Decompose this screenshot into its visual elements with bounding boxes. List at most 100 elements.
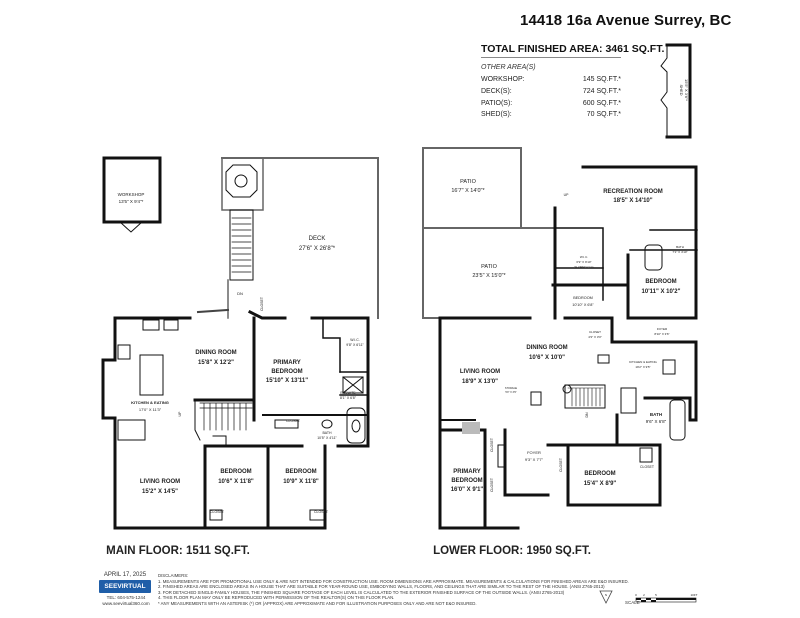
disclaimer-line: 4. THIS FLOOR PLAN MAY ONLY BE REPRODUCE… — [158, 595, 395, 600]
area-value: 145 SQ.FT.* — [582, 76, 621, 83]
area-row-patio: PATIO(S):600 SQ.FT.* — [481, 100, 621, 107]
room-deck-dims: 27'6" X 26'8"* — [299, 246, 336, 252]
north-label: N — [605, 593, 607, 597]
room-primary-name2: BEDROOM — [451, 478, 482, 484]
room-foyer-dims: 9'3" X 7'7" — [525, 457, 544, 462]
room-patio2-name: PATIO — [481, 264, 497, 270]
room-wic-dims: 6'9" X 9'10" — [576, 260, 591, 264]
room-bedroom2-name: BEDROOM — [220, 469, 251, 475]
area-row-workshop: WORKSHOP: 145 SQ.FT.* — [481, 76, 621, 83]
shed-outline — [660, 43, 692, 139]
room-kitchen-dims: 17'0" X 11'3" — [139, 407, 162, 412]
phone: TEL: 604-575-1244 — [106, 595, 146, 600]
room-bath-name: BATH — [322, 431, 332, 435]
lower-floor-walls — [438, 165, 698, 530]
room-bedroom-small-dims: 10'10" X 6'8" — [572, 303, 594, 307]
room-storage-name: STORAGE — [505, 387, 518, 390]
area-value: 600 SQ.FT.* — [582, 100, 621, 107]
room-foyer-top-dims: 8'10" X 3'6" — [654, 332, 669, 336]
room-living-name: LIVING ROOM — [460, 369, 500, 375]
contact-info: TEL: 604-575-1244 www.seevirtual360.com — [95, 595, 157, 607]
scale-bar: 0 2 5 10FT — [635, 593, 698, 603]
disclaimer-line: 2. FINISHED AREAS ARE ENCLOSED AREAS IN … — [158, 584, 605, 589]
room-patio1-dims: 16'7" X 14'0"* — [451, 188, 485, 194]
lower-floor-labels: PATIO 16'7" X 14'0"* PATIO 23'5" X 15'0"… — [433, 179, 688, 557]
room-ensuite-name: ENSUITE — [340, 391, 356, 395]
closet-label: CLOSET — [210, 510, 225, 514]
shed-labels: SHED 15'5" X 3'6"* — [679, 79, 689, 101]
room-foyer-top-name: FOYER — [657, 327, 668, 331]
room-primary-dims: 15'10" X 13'11" — [266, 378, 308, 384]
scale-label: SCALE — [625, 600, 640, 605]
room-kitchen-name: KITCHEN & EATING — [629, 360, 657, 364]
room-storage-dims: 5'0" X 3'9" — [505, 391, 516, 394]
room-dining-dims: 10'6" X 10'0" — [529, 355, 565, 361]
room-primary-name1: PRIMARY — [453, 469, 480, 475]
main-floor-area-label: MAIN FLOOR: 1511 SQ.FT. — [106, 545, 250, 557]
room-foyer-name: FOYER — [527, 450, 541, 455]
room-bath-rec-dims: 7'1" X 4'10" — [672, 250, 687, 254]
shed-name: SHED — [679, 84, 684, 95]
room-wic-note: SLOPED CLG — [574, 265, 594, 269]
total-finished-area: TOTAL FINISHED AREA: 3461 SQ.FT. — [481, 43, 665, 55]
room-bedroom2-dims: 10'6" X 11'8" — [218, 479, 254, 485]
lower-floor-patios — [422, 147, 556, 319]
area-value: 70 SQ.FT.* — [586, 111, 621, 118]
closet-label: CLOSET — [260, 296, 264, 311]
room-bedroom-bottom-dims: 15'4" X 8'9" — [584, 481, 617, 487]
disclaimer-line: 1. MEASUREMENTS ARE FOR PROMOTIONAL USE … — [158, 578, 629, 584]
property-address: 14418 16a Avenue Surrey, BC — [520, 12, 732, 29]
room-wic-name: W.I.C. — [350, 338, 360, 342]
room-bath-dims: 10'5" X 4'11" — [317, 436, 337, 440]
room-living-dims: 15'2" X 14'5" — [142, 489, 178, 495]
room-primary-dims: 16'0" X 9'1" — [451, 487, 484, 493]
disclaimer-line: 3. FOR DETACHED SINGLE-FAMILY HOUSES, TH… — [158, 589, 565, 595]
lower-floor-area-label: LOWER FLOOR: 1950 SQ.FT. — [433, 545, 591, 557]
north-arrow-icon: N — [599, 590, 613, 604]
closet-label: CLOSET — [314, 510, 329, 514]
main-floor-walls — [101, 308, 370, 530]
other-areas-heading: OTHER AREA(S) — [481, 64, 536, 71]
scale-tick: 5 — [655, 593, 657, 597]
room-workshop-dims: 13'5" X 9'4"* — [119, 199, 144, 204]
scale-tick: 0 — [635, 593, 637, 597]
stairs-up-label: UP — [564, 193, 570, 197]
area-label: SHED(S): — [481, 111, 512, 118]
room-living-name: LIVING ROOM — [140, 479, 180, 485]
deck-outline — [221, 157, 379, 319]
disclaimers: DISCLAIMERS: 1. MEASUREMENTS ARE FOR PRO… — [158, 573, 629, 606]
room-closet-small-dims: 4'3" X 3'0" — [588, 335, 602, 339]
stairs-up-label: UP — [178, 411, 182, 417]
room-primary-name2: BEDROOM — [271, 369, 302, 375]
area-label: DECK(S): — [481, 88, 512, 95]
room-bedroom-small-name: BEDROOM — [573, 296, 593, 300]
room-closet-small-name: CLOSET — [589, 330, 601, 334]
room-ensuite-dims: 8'1" X 6'8" — [340, 396, 357, 400]
plan-date: APRIL 17, 2025 — [103, 572, 147, 578]
room-dining-name: DINING ROOM — [195, 350, 236, 356]
stairs-dn-label: DN — [237, 291, 243, 296]
room-dining-name: DINING ROOM — [526, 345, 567, 351]
room-patio2-dims: 23'5" X 15'0"* — [472, 273, 506, 279]
disclaimer-line: * ANY MEASUREMENTS WITH AN ASTERISK (*) … — [158, 600, 477, 606]
room-workshop-name: WORKSHOP — [118, 192, 145, 197]
room-bedroom3-name: BEDROOM — [285, 469, 316, 475]
room-patio1-name: PATIO — [460, 179, 476, 185]
room-bedroom-right-name: BEDROOM — [645, 279, 676, 285]
room-bath-dims: 9'6" X 6'8" — [646, 419, 667, 424]
room-dining-dims: 15'8" X 12'2" — [198, 360, 234, 366]
room-kitchen-dims: 19'2" X 9'5" — [635, 365, 650, 369]
closet-label: CLOSET — [490, 477, 494, 492]
area-row-shed: SHED(S): 70 SQ.FT.* — [481, 111, 621, 118]
brand-logo: SEEVIRTUAL — [99, 580, 151, 593]
scale-tick: 10FT — [690, 593, 697, 597]
shed-dims: 15'5" X 3'6"* — [684, 79, 689, 101]
website-link[interactable]: www.seevirtual360.com — [102, 601, 150, 606]
area-row-deck: DECK(S):724 SQ.FT.* — [481, 88, 621, 95]
room-primary-name1: PRIMARY — [273, 360, 300, 366]
main-floor-fixtures — [117, 319, 366, 521]
stairs-dn-label: DN — [585, 412, 589, 418]
closet-label: CLOSET — [286, 419, 301, 423]
area-label: WORKSHOP: — [481, 76, 525, 83]
